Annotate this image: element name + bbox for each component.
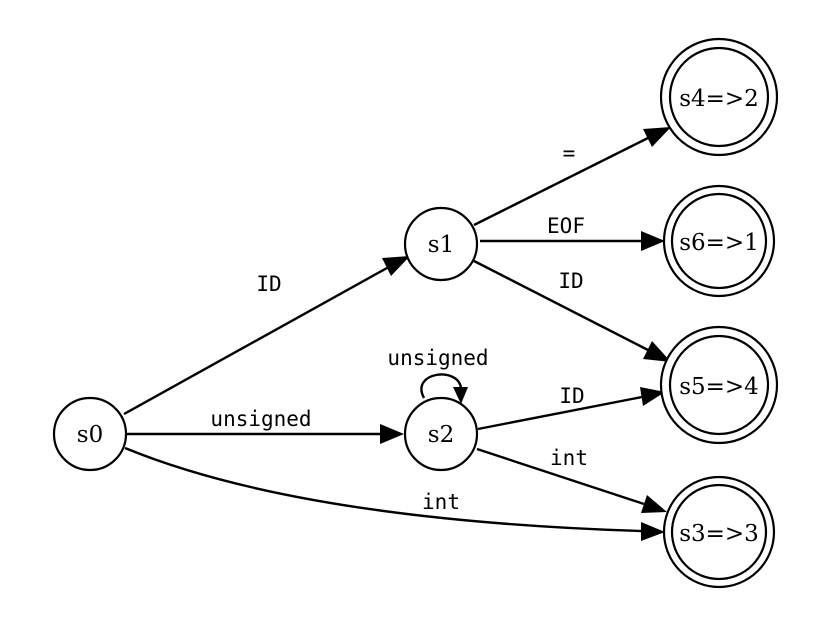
edge-s2-s2-loop-line [420,373,463,399]
edge-s2-s3-line [476,447,645,506]
edge-s1-s4-arrowhead [643,127,671,147]
edge-s1-s4: = [473,127,671,227]
edge-s2-s2-loop: unsigned [387,346,489,404]
edge-s0-s1: ID [123,256,410,416]
node-s0-circle [52,396,128,472]
edge-s2-s3-label: int [550,446,588,470]
edge-s2-s2-loop-arrowhead [453,387,468,404]
node-s1-circle [403,206,479,282]
edge-s2-s3-arrowhead [641,495,667,513]
edge-s2-s5: ID [477,384,665,431]
edge-s2-s3: int [476,446,667,513]
edge-s0-s3-arrowhead [641,522,665,541]
node-s5: s5=>4 [659,325,779,445]
edge-s1-s5-label: ID [558,269,583,293]
node-s3-label: s3=>3 [679,521,759,547]
edge-s1-s6-arrowhead [641,231,665,251]
edge-s1-s6-label: EOF [547,214,585,238]
edge-s0-s2-arrowhead [380,424,404,444]
node-s0: s0 [52,396,128,472]
node-s5-inner-circle [668,334,770,436]
edge-s2-s5-line [477,395,643,431]
node-s6-inner-circle [670,192,768,290]
edge-s1-s5-arrowhead [643,341,671,362]
node-s4-label: s4=>2 [679,86,759,112]
edge-s1-s6: EOF [480,214,665,251]
edge-s2-s5-label: ID [559,384,584,408]
node-s5-label: s5=>4 [679,374,759,400]
edge-s0-s1-line [123,266,388,416]
node-s0-label: s0 [77,422,103,448]
edge-s2-s5-arrowhead [640,387,665,406]
node-s4: s4=>2 [659,37,779,157]
node-s3-inner-circle [670,483,768,581]
edge-s0-s3: int [124,446,665,541]
edge-s1-s5: ID [473,259,671,362]
edge-s0-s1-arrowhead [382,256,410,276]
edge-s1-s4-line [473,136,649,227]
edge-s0-s2: unsigned [127,407,404,444]
edge-s1-s5-line [473,259,649,352]
node-s1-label: s1 [428,232,454,258]
node-s6: s6=>1 [662,184,776,298]
node-s3: s3=>3 [662,475,776,589]
node-s6-label: s6=>1 [679,230,759,256]
edge-s0-s2-label: unsigned [210,407,311,431]
node-s2-label: s2 [428,422,454,448]
node-s2: s2 [403,396,479,472]
node-s1: s1 [403,206,479,282]
node-s2-circle [403,396,479,472]
edge-s1-s4-label: = [563,141,576,165]
edge-s0-s3-line [124,446,642,533]
edge-s0-s3-label: int [422,490,460,514]
node-s4-inner-circle [668,46,770,148]
edge-s2-s2-loop-label: unsigned [387,346,488,370]
edge-s0-s1-label: ID [256,272,281,296]
